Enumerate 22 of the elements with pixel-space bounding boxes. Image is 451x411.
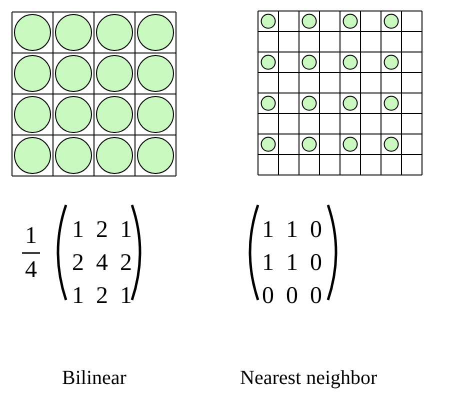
fraction-denominator: 4 — [25, 256, 37, 284]
matrix-entry: 1 — [72, 282, 84, 310]
matrix-entry: 2 — [96, 216, 108, 244]
matrix-entry: 1 — [286, 216, 298, 244]
matrix-entry: 2 — [72, 249, 84, 277]
matrix-entry: 1 — [262, 216, 274, 244]
matrix-entry: 0 — [310, 216, 322, 244]
fraction-numerator: 1 — [25, 222, 37, 250]
matrix-entry: 4 — [96, 249, 108, 277]
caption: Nearest neighbor — [240, 366, 378, 390]
matrix-entry: 1 — [120, 282, 132, 310]
matrix-entry: 2 — [120, 249, 132, 277]
matrix-entry: 0 — [310, 282, 322, 310]
matrix-entry: 1 — [286, 249, 298, 277]
matrix-entry: 0 — [262, 282, 274, 310]
caption: Bilinear — [62, 366, 126, 390]
matrix-entry: 1 — [120, 216, 132, 244]
matrix-entry: 2 — [96, 282, 108, 310]
matrix-entry: 1 — [262, 249, 274, 277]
matrix-entry: 0 — [310, 249, 322, 277]
matrix-entry: 0 — [286, 282, 298, 310]
matrix-entry: 1 — [72, 216, 84, 244]
